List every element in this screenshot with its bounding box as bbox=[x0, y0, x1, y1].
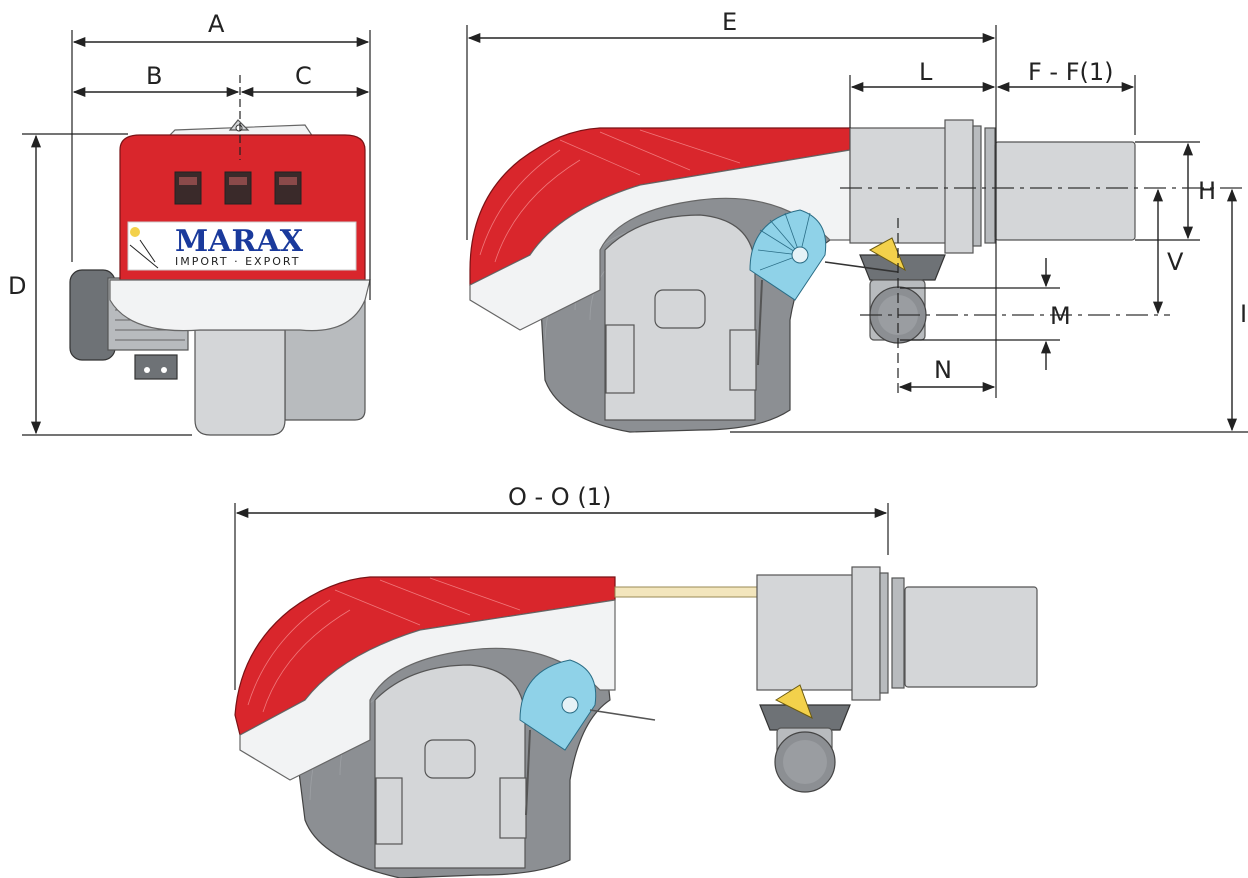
label-f-f1: F - F(1) bbox=[1028, 58, 1114, 86]
dimension-labels: A B C D E L F - F(1) H V M N I O - O (1) bbox=[8, 8, 1247, 511]
open-view bbox=[234, 503, 1038, 878]
open-hood-base bbox=[239, 599, 616, 781]
label-l: L bbox=[919, 58, 933, 86]
terminal-block bbox=[134, 354, 178, 380]
marax-logo: MARAX IMPORT · EXPORT bbox=[127, 221, 357, 271]
label-d: D bbox=[8, 272, 26, 300]
side-view bbox=[466, 25, 1248, 433]
slide-rod bbox=[614, 586, 761, 598]
cam-disk bbox=[749, 209, 827, 301]
label-m: M bbox=[1050, 302, 1071, 330]
hood-base bbox=[109, 279, 371, 332]
label-c: C bbox=[295, 62, 312, 90]
blast-tube bbox=[994, 141, 1136, 241]
door-hinge-left bbox=[605, 324, 635, 394]
side-hood-base bbox=[469, 149, 851, 331]
door-handle bbox=[654, 289, 706, 329]
front-view: MARAX IMPORT · EXPORT bbox=[22, 30, 371, 436]
door-hinge-right bbox=[729, 329, 757, 391]
head-flange bbox=[944, 119, 974, 254]
head-body bbox=[849, 127, 949, 244]
logo-brand: MARAX bbox=[175, 224, 304, 259]
pump-block bbox=[194, 329, 286, 436]
logo-tagline: IMPORT · EXPORT bbox=[175, 255, 300, 268]
label-b: B bbox=[146, 62, 162, 90]
label-a: A bbox=[208, 10, 225, 38]
open-blast-tube bbox=[904, 586, 1038, 688]
label-i: I bbox=[1240, 300, 1247, 328]
open-head-body bbox=[756, 574, 856, 691]
label-n: N bbox=[934, 356, 952, 384]
label-v: V bbox=[1167, 248, 1184, 276]
label-e: E bbox=[722, 8, 737, 36]
label-h: H bbox=[1198, 177, 1216, 205]
label-o-o1: O - O (1) bbox=[508, 483, 611, 511]
open-cam-disk bbox=[519, 659, 597, 751]
